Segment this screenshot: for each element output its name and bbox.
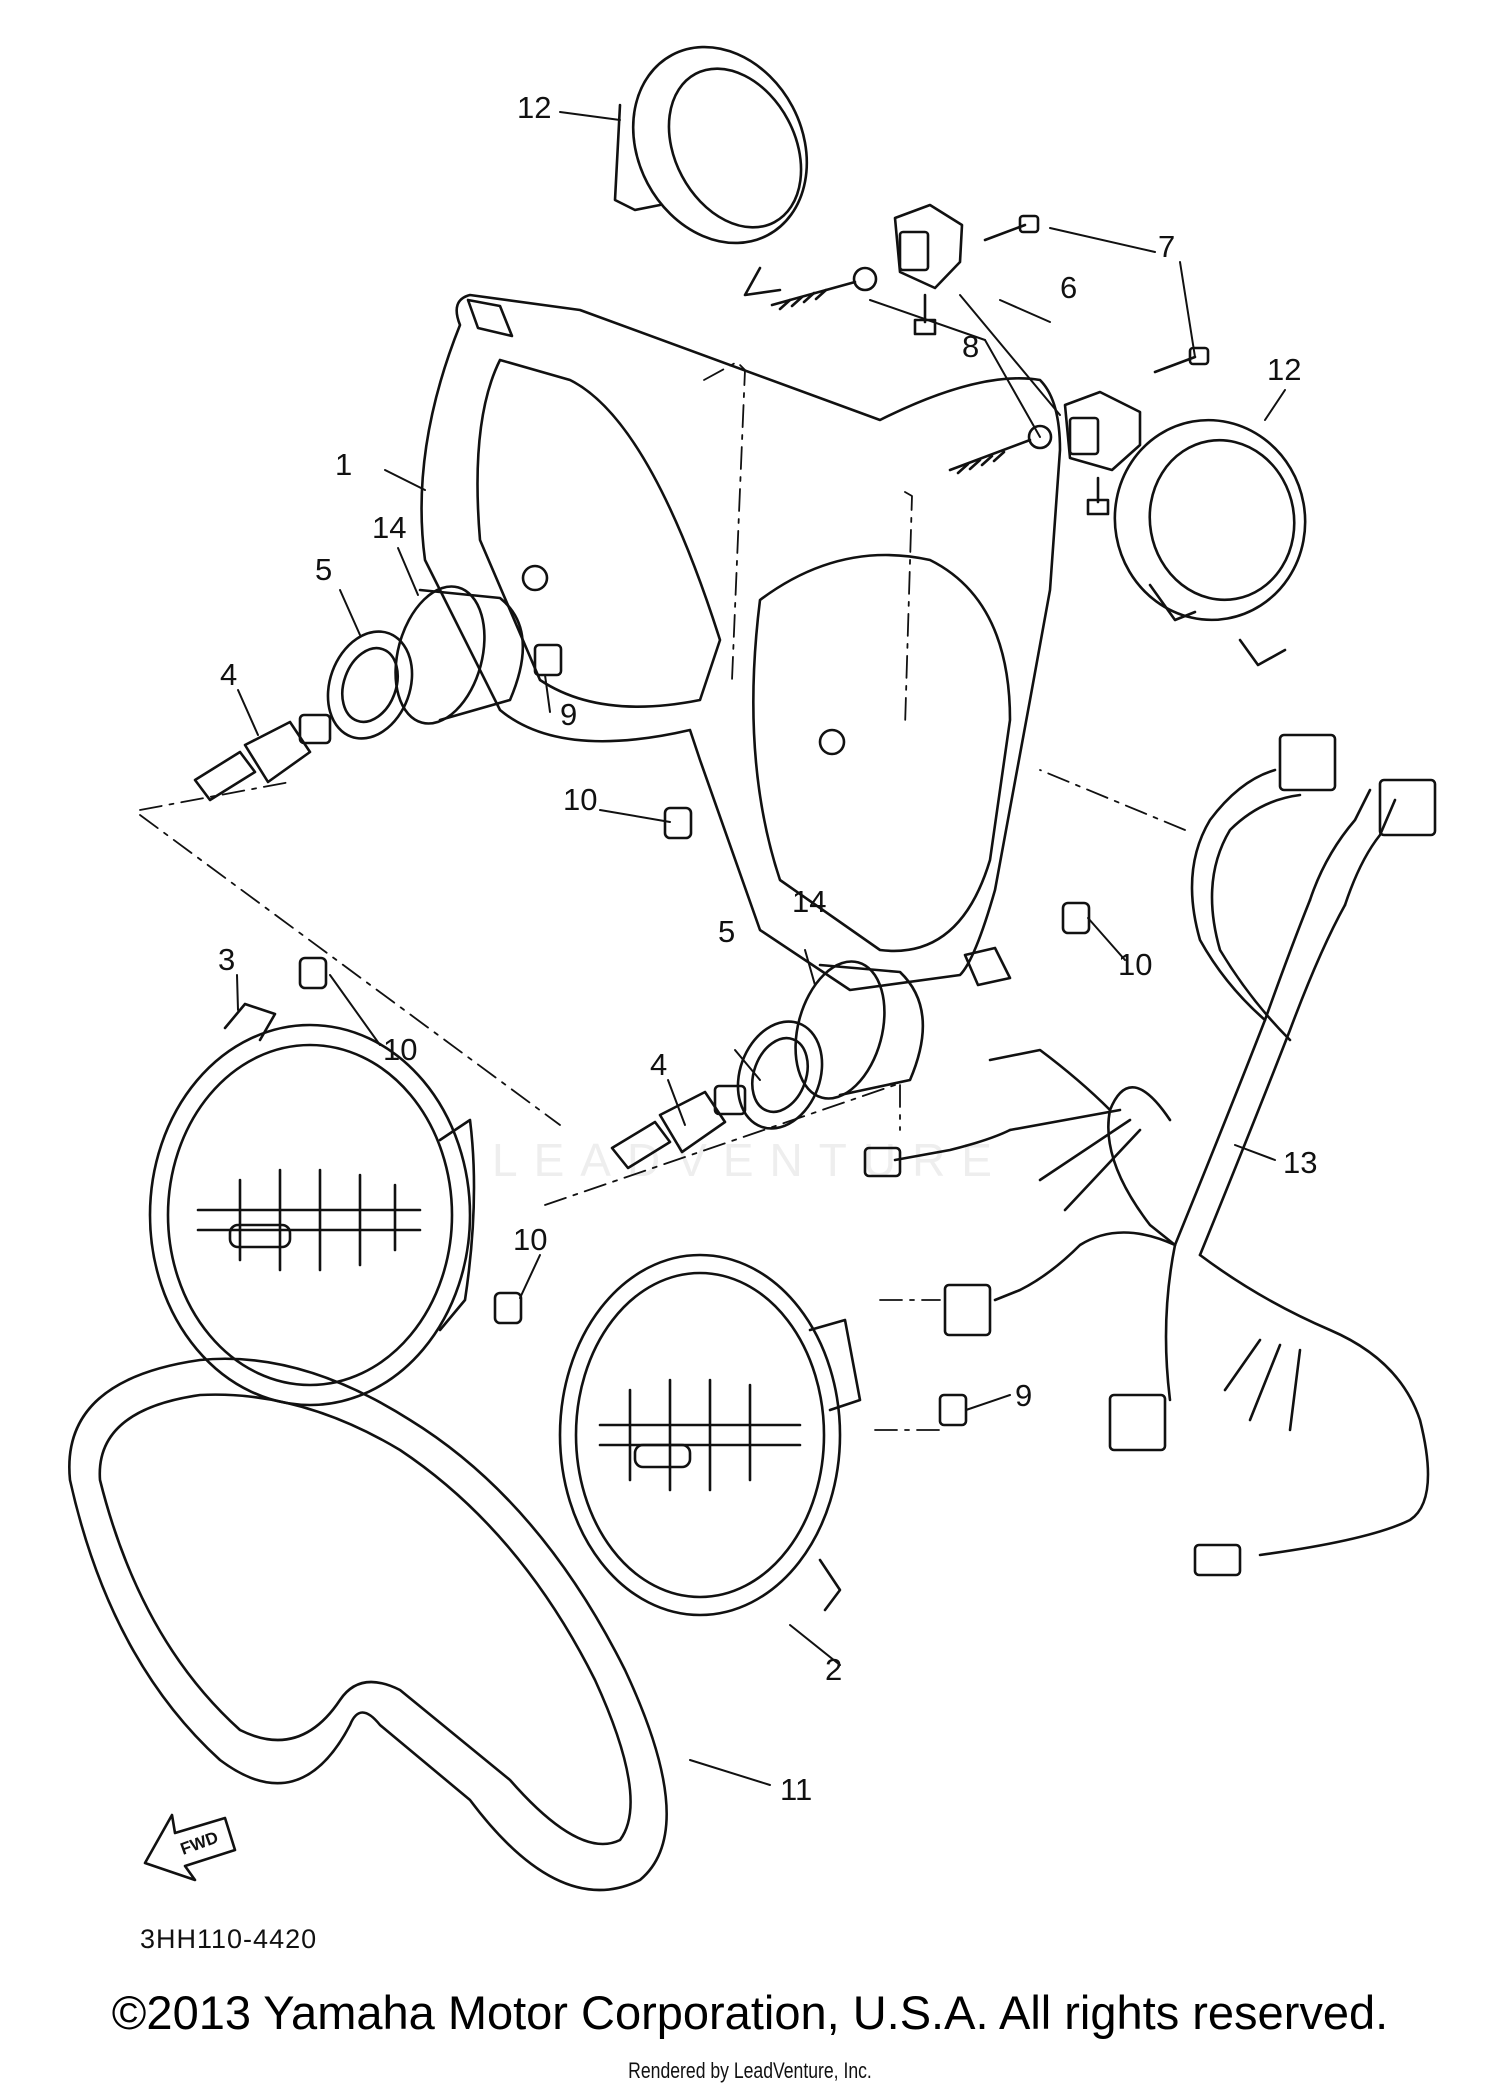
mounting-bracket-lower <box>1063 390 1142 516</box>
rendered-by-note: Rendered by LeadVenture, Inc. <box>628 2058 872 2083</box>
plug-lower <box>938 1393 968 1427</box>
callout-9a: 9 <box>560 697 577 732</box>
damper-3 <box>298 956 328 990</box>
callout-1: 1 <box>335 447 352 482</box>
callout-2: 2 <box>825 1652 842 1687</box>
callout-5a: 5 <box>315 552 332 587</box>
callout-5b: 5 <box>718 914 735 949</box>
headlight-cover-top <box>613 45 809 297</box>
drawing-code: 3HH110-4420 <box>140 1924 317 1954</box>
screw-lower <box>1153 346 1210 374</box>
damper-4 <box>493 1291 523 1325</box>
callout-9b: 9 <box>1015 1378 1032 1413</box>
adjusting-bolt-lower <box>948 424 1053 475</box>
callout-11: 11 <box>780 1772 812 1807</box>
callout-3: 3 <box>218 942 235 977</box>
bulb-upper <box>193 713 332 802</box>
bulb-cover-upper <box>326 630 414 740</box>
watermark: LEADVENTURE <box>492 1134 1008 1186</box>
callout-6: 6 <box>1060 270 1077 305</box>
headlight-unit-right <box>558 1253 862 1617</box>
headlight-housing <box>420 293 1062 992</box>
callout-labels: 1 2 3 4 4 5 5 6 7 8 9 9 10 10 10 10 11 1… <box>218 90 1317 1807</box>
bulb-lower <box>610 1084 747 1170</box>
callout-12b: 12 <box>1267 352 1301 387</box>
callout-10a: 10 <box>563 782 597 817</box>
headlight-bezel <box>68 1357 668 1892</box>
callout-4b: 4 <box>650 1047 667 1082</box>
callout-10d: 10 <box>513 1222 547 1257</box>
callout-7: 7 <box>1158 229 1175 264</box>
mounting-bracket-upper <box>893 203 964 336</box>
callout-14a: 14 <box>372 510 406 545</box>
headlight-unit-left <box>148 1002 476 1407</box>
plug-upper <box>533 643 563 677</box>
fwd-arrow-icon <box>143 1813 237 1882</box>
damper-1 <box>663 806 693 840</box>
callout-12a: 12 <box>517 90 551 125</box>
callout-14b: 14 <box>792 884 826 919</box>
callout-4a: 4 <box>220 657 237 692</box>
callout-10c: 10 <box>383 1032 417 1067</box>
wire-harness <box>863 733 1437 1577</box>
screw-upper <box>983 214 1040 242</box>
copyright-notice: ©2013 Yamaha Motor Corporation, U.S.A. A… <box>111 1986 1389 2039</box>
callout-8: 8 <box>962 329 979 364</box>
adjusting-bolt-upper <box>770 266 878 311</box>
bulb-socket-upper <box>394 585 525 725</box>
fwd-label: FWD <box>178 1828 221 1859</box>
bulb-cover-lower <box>736 1020 824 1130</box>
callout-13: 13 <box>1283 1145 1317 1180</box>
damper-2 <box>1061 901 1091 935</box>
headlight-cover-right <box>1113 418 1307 667</box>
callout-10b: 10 <box>1118 947 1152 982</box>
bulb-socket-lower <box>794 960 925 1100</box>
